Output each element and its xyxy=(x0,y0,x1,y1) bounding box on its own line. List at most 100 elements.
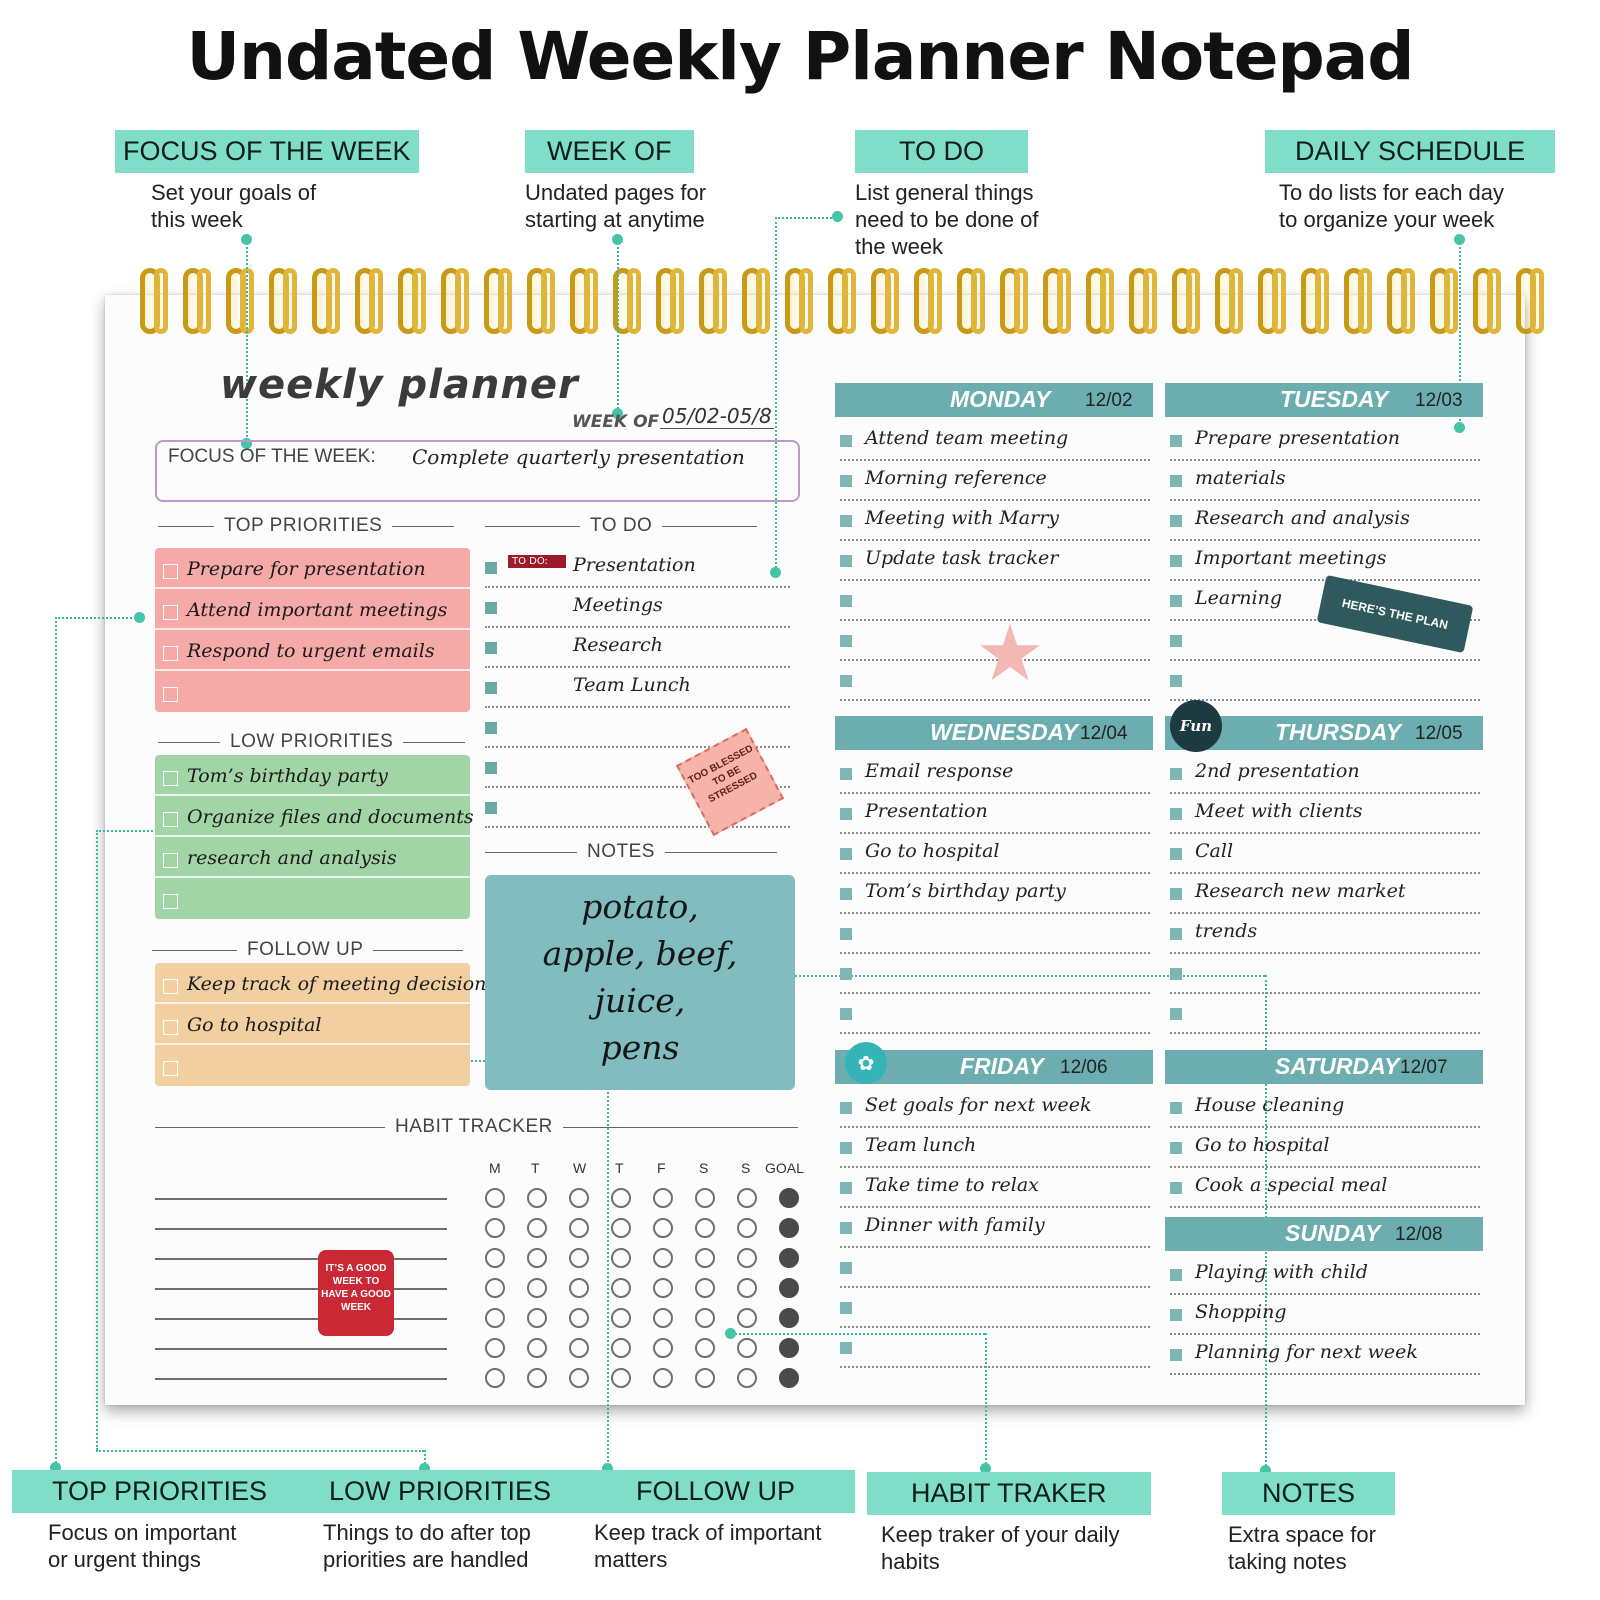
habit-circle xyxy=(695,1218,715,1238)
task-bullet xyxy=(1170,675,1182,687)
callout-tag: HABIT TRAKER xyxy=(867,1472,1151,1515)
habit-circle xyxy=(485,1308,505,1328)
task-bullet xyxy=(1170,555,1182,567)
spiral-ring xyxy=(713,268,727,334)
task-bullet xyxy=(840,968,852,980)
spiral-ring xyxy=(799,268,813,334)
habit-circle xyxy=(737,1218,757,1238)
task-bullet xyxy=(1170,808,1182,820)
day-task-row: materials xyxy=(1170,461,1480,501)
task-text: House cleaning xyxy=(1195,1094,1345,1116)
task-bullet xyxy=(840,635,852,647)
habit-circle xyxy=(569,1278,589,1298)
habit-circle xyxy=(653,1308,673,1328)
habit-circle xyxy=(695,1248,715,1268)
notes-box: potato, apple, beef, juice, pens xyxy=(485,875,795,1090)
focus-value: Complete quarterly presentation xyxy=(412,445,745,469)
spiral-ring xyxy=(971,268,985,334)
callout-desc: List general things need to be done of t… xyxy=(855,180,1039,259)
day-task-row: Dinner with family xyxy=(840,1208,1150,1248)
habit-circle xyxy=(527,1308,547,1328)
task-bullet xyxy=(1170,1349,1182,1361)
connector-dot xyxy=(1454,234,1465,245)
task-text: Take time to relax xyxy=(865,1174,1039,1196)
checkbox xyxy=(163,564,178,579)
planner-heading: weekly planner xyxy=(220,362,579,408)
callout-desc: Things to do after top priorities are ha… xyxy=(323,1520,531,1572)
connector-line xyxy=(985,1333,987,1468)
day-task-row xyxy=(840,994,1150,1034)
task-bullet xyxy=(840,595,852,607)
todo-row: Presentation xyxy=(485,548,790,588)
day-task-row: Update task tracker xyxy=(840,541,1150,581)
day-task-row xyxy=(1170,661,1480,701)
task-bullet xyxy=(1170,1008,1182,1020)
callout-tag: TOP PRIORITIES xyxy=(12,1470,308,1513)
habit-circle xyxy=(695,1188,715,1208)
spiral-ring xyxy=(1100,268,1114,334)
priority-text: Keep track of meeting decisions xyxy=(187,973,497,995)
day-name: SATURDAY xyxy=(1275,1053,1400,1079)
day-task-row: Planning for next week xyxy=(1170,1335,1480,1375)
task-text: Go to hospital xyxy=(1195,1134,1330,1156)
habit-circle xyxy=(737,1248,757,1268)
task-bullet xyxy=(1170,848,1182,860)
task-bullet xyxy=(1170,475,1182,487)
habit-circle xyxy=(527,1188,547,1208)
spiral-ring xyxy=(154,268,168,334)
day-task-row: Take time to relax xyxy=(840,1168,1150,1208)
day-task-row xyxy=(1170,621,1480,661)
connector-line xyxy=(55,617,139,619)
habit-circle xyxy=(569,1218,589,1238)
todo-bullet xyxy=(485,642,497,654)
spiral-ring xyxy=(1530,268,1544,334)
priority-row xyxy=(155,671,470,712)
day-task-row xyxy=(840,661,1150,701)
habit-circle xyxy=(485,1368,505,1388)
habit-circle xyxy=(485,1218,505,1238)
habit-tracker-heading: HABIT TRACKER xyxy=(155,1116,798,1138)
task-text: Presentation xyxy=(865,800,988,822)
task-bullet xyxy=(840,848,852,860)
connector-line xyxy=(424,1450,426,1468)
day-task-row: Cook a special meal xyxy=(1170,1168,1480,1208)
task-bullet xyxy=(840,675,852,687)
task-bullet xyxy=(1170,768,1182,780)
habit-goal-dot xyxy=(779,1248,799,1268)
callout-daily-schedule: DAILY SCHEDULE To do lists for each day … xyxy=(1265,130,1556,233)
spiral-ring xyxy=(455,268,469,334)
habit-circle xyxy=(485,1338,505,1358)
connector-line xyxy=(775,217,777,572)
task-bullet xyxy=(840,435,852,447)
callout-tag: NOTES xyxy=(1222,1472,1396,1515)
callout-tag: FOLLOW UP xyxy=(576,1470,856,1513)
todo-text: Research xyxy=(573,634,663,656)
task-bullet xyxy=(840,555,852,567)
habit-circle xyxy=(569,1308,589,1328)
day-task-row: Go to hospital xyxy=(1170,1128,1480,1168)
callout-tag: WEEK OF xyxy=(525,130,694,173)
connector-dot xyxy=(770,567,781,578)
callout-desc: Set your goals of this week xyxy=(151,180,317,232)
task-text: Prepare presentation xyxy=(1195,427,1401,449)
connector-dot xyxy=(725,1328,736,1339)
task-text: Set goals for next week xyxy=(865,1094,1092,1116)
task-bullet xyxy=(1170,635,1182,647)
connector-line xyxy=(96,830,98,1450)
priority-row: Keep track of meeting decisions xyxy=(155,963,496,1004)
habit-circle xyxy=(695,1308,715,1328)
connector-line xyxy=(96,1450,424,1452)
habit-circle xyxy=(527,1368,547,1388)
task-bullet xyxy=(1170,888,1182,900)
task-bullet xyxy=(1170,1269,1182,1281)
task-bullet xyxy=(1170,515,1182,527)
day-task-row: House cleaning xyxy=(1170,1088,1480,1128)
connector-line xyxy=(55,617,57,1467)
day-task-row: Email response xyxy=(840,754,1150,794)
spiral-ring xyxy=(1229,268,1243,334)
